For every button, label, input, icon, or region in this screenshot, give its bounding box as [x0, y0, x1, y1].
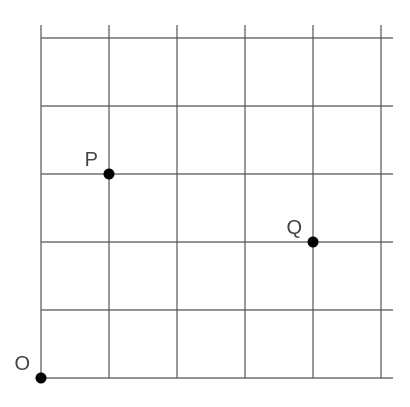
point-p: P [85, 149, 115, 180]
point-o: O [14, 353, 47, 384]
points-layer: O P Q [14, 149, 319, 384]
grid-lines [40, 25, 393, 379]
point-dot [35, 372, 47, 384]
point-label: Q [286, 217, 302, 239]
point-dot [307, 236, 319, 248]
point-label: O [14, 353, 30, 375]
point-label: P [85, 149, 98, 171]
point-dot [103, 168, 115, 180]
point-q: Q [286, 217, 319, 248]
